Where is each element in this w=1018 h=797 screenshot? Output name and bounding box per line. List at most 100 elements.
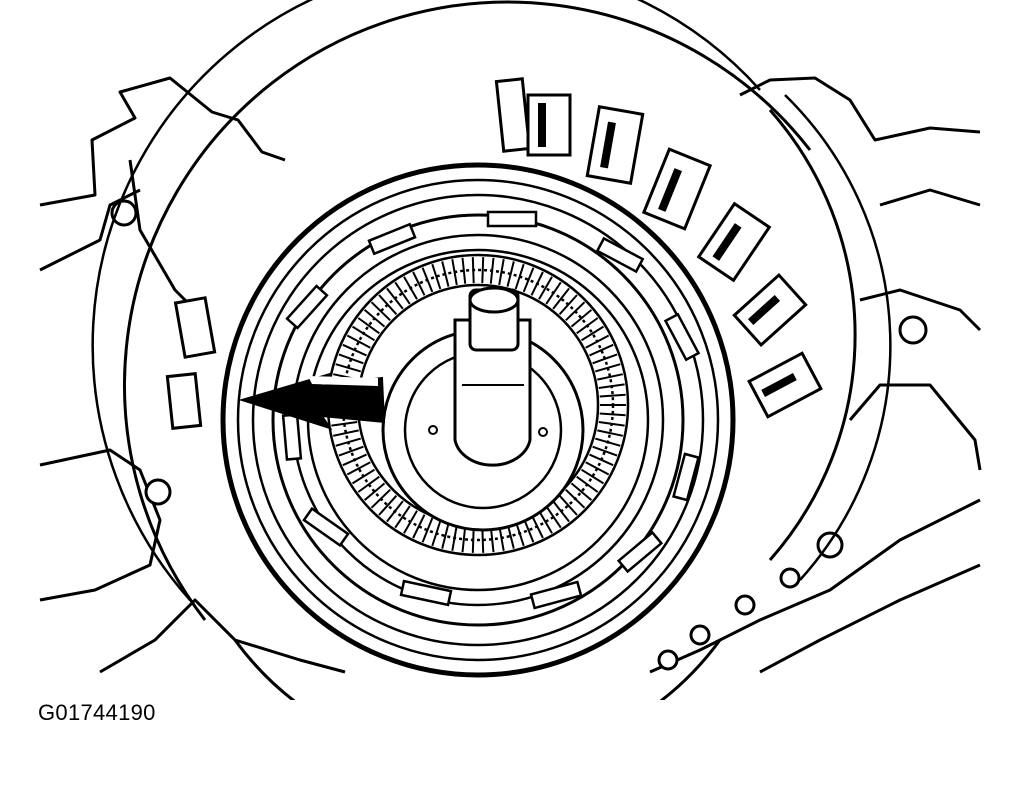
gear-tooth bbox=[585, 461, 610, 476]
gear-tooth bbox=[558, 294, 578, 315]
gear-tooth bbox=[592, 353, 618, 365]
gear-tooth bbox=[335, 437, 361, 447]
bolt-hole bbox=[898, 315, 928, 345]
gear-tooth bbox=[530, 514, 544, 539]
gear-tooth bbox=[441, 261, 450, 287]
gear-tooth bbox=[351, 468, 376, 485]
transmission-assembly-illustration bbox=[39, 0, 982, 700]
gear-tooth bbox=[598, 383, 625, 389]
gear-tooth bbox=[545, 505, 562, 529]
gear-tooth bbox=[592, 445, 618, 457]
gear-tooth bbox=[595, 437, 621, 447]
gear-tooth bbox=[522, 267, 535, 293]
gear-tooth bbox=[346, 334, 371, 349]
drum-tab bbox=[526, 93, 572, 157]
gear-tooth bbox=[538, 510, 553, 534]
gear-tooth bbox=[597, 373, 624, 381]
outer-housing bbox=[91, 0, 892, 700]
gear-tooth bbox=[357, 475, 380, 493]
gear-tooth bbox=[565, 488, 586, 509]
clutch-plate-lugs bbox=[281, 210, 701, 610]
gear-tooth bbox=[580, 325, 605, 342]
drum-tab bbox=[494, 77, 532, 153]
gear-tooth bbox=[589, 343, 614, 357]
gear-tooth bbox=[514, 263, 525, 290]
arrow-left-icon bbox=[238, 372, 386, 430]
transmission-case bbox=[39, 76, 982, 674]
gear-tooth bbox=[498, 259, 505, 286]
gear-tooth bbox=[338, 445, 364, 457]
gear-tooth bbox=[338, 353, 364, 365]
gear-tooth bbox=[421, 267, 434, 293]
bolt-hole bbox=[734, 594, 756, 616]
gear-tooth bbox=[580, 468, 605, 485]
gear-tooth bbox=[598, 421, 625, 427]
gear-tooth bbox=[335, 363, 361, 373]
clutch-plate-rings bbox=[220, 162, 736, 678]
gear-tooth bbox=[346, 461, 371, 476]
gear-tooth bbox=[595, 363, 621, 373]
drum-tab bbox=[641, 147, 713, 231]
gear-tooth bbox=[570, 482, 593, 501]
gear-tooth bbox=[386, 287, 404, 310]
gear-tooth bbox=[461, 526, 467, 553]
gear-tooth bbox=[489, 257, 495, 284]
gear-tooth bbox=[558, 495, 578, 516]
gear-tooth bbox=[599, 412, 626, 417]
gear-tooth bbox=[431, 520, 442, 547]
gear-tooth bbox=[351, 325, 376, 342]
drum-tab-shading bbox=[538, 103, 797, 397]
gear-tooth bbox=[576, 475, 599, 493]
gear-tooth bbox=[461, 257, 467, 284]
gear-tooth bbox=[403, 276, 418, 300]
bolt-hole bbox=[779, 567, 801, 589]
gear-tooth bbox=[570, 309, 593, 328]
gear-tooth bbox=[394, 281, 411, 305]
gear-tooth bbox=[370, 488, 391, 509]
drum-tab bbox=[173, 296, 217, 359]
case-bolt-holes bbox=[110, 199, 928, 671]
gear-tooth bbox=[552, 287, 570, 310]
gear-tooth bbox=[363, 309, 386, 328]
hub-hole bbox=[428, 425, 438, 435]
gear-tooth bbox=[599, 393, 626, 398]
bolt-hole bbox=[689, 624, 711, 646]
gear-tooth bbox=[386, 500, 404, 523]
gear-tooth bbox=[378, 495, 398, 516]
drum-tab bbox=[165, 372, 203, 430]
gear-tooth bbox=[342, 453, 367, 467]
gear-tooth bbox=[357, 317, 380, 335]
gear-tooth bbox=[565, 301, 586, 322]
gear-tooth bbox=[342, 343, 367, 357]
drum-tab bbox=[696, 201, 772, 283]
figure-code-label: G01744190 bbox=[38, 700, 156, 725]
bolt-hole bbox=[657, 649, 679, 671]
gear-tooth bbox=[332, 429, 359, 437]
gear-tooth bbox=[394, 505, 411, 529]
gear-tooth bbox=[471, 257, 475, 284]
gear-tooth bbox=[331, 421, 358, 427]
gear-tooth bbox=[363, 482, 386, 501]
gear-tooth bbox=[441, 523, 450, 549]
gear-tooth bbox=[370, 301, 391, 322]
drum-tab bbox=[732, 272, 808, 348]
gear-teeth bbox=[330, 257, 626, 553]
bolt-hole bbox=[144, 478, 172, 506]
gear-tooth bbox=[451, 259, 458, 286]
gear-tooth bbox=[589, 453, 614, 467]
gear-tooth bbox=[585, 334, 610, 349]
input-shaft bbox=[453, 286, 532, 467]
gear-tooth bbox=[451, 524, 458, 551]
gear-tooth bbox=[538, 276, 553, 300]
gear-tooth bbox=[378, 294, 398, 315]
gear-tooth bbox=[431, 263, 442, 290]
gear-tooth bbox=[552, 500, 570, 523]
gear-tooth bbox=[545, 281, 562, 305]
gear-tooth bbox=[412, 514, 426, 539]
gear-tooth bbox=[597, 429, 624, 437]
gear-tooth bbox=[506, 261, 515, 287]
gear-tooth bbox=[481, 257, 485, 284]
gear-tooth bbox=[530, 271, 544, 296]
gear-tooth bbox=[403, 510, 418, 534]
gear-tooth bbox=[421, 517, 434, 543]
